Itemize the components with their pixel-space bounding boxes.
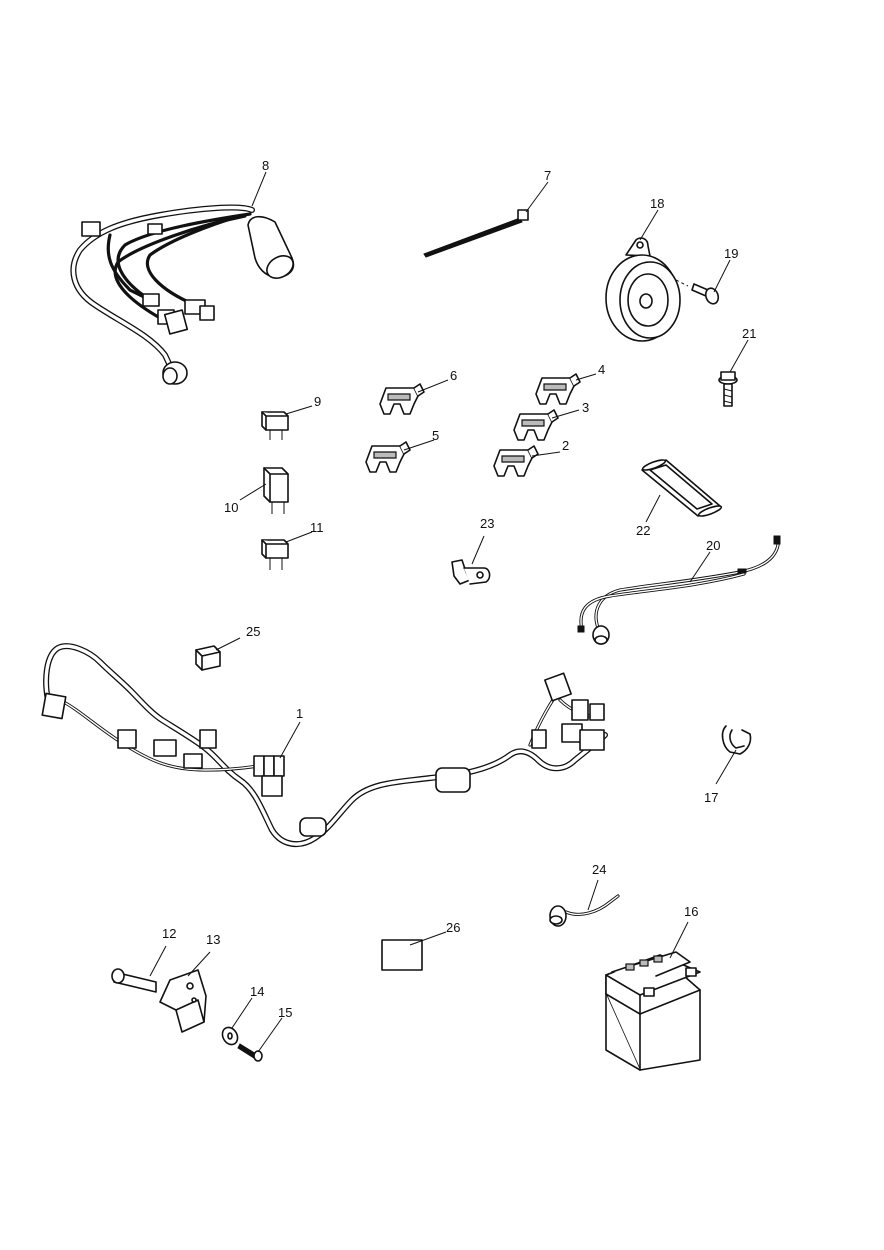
callout-25: 25: [246, 624, 260, 639]
part-6-fuse: [379, 383, 425, 415]
callout-26: 26: [446, 920, 460, 935]
callout-11: 11: [310, 520, 324, 535]
part-23-clip: [451, 559, 491, 585]
callout-10: 10: [224, 500, 238, 515]
part-17-clip: [721, 725, 752, 755]
part-25-module: [195, 645, 221, 671]
part-8-sub-harness: [70, 204, 295, 385]
callout-15: 15: [278, 1005, 292, 1020]
part-19-horn-bolt: [691, 283, 720, 305]
callout-22: 22: [636, 523, 650, 538]
part-21-screw: [718, 371, 738, 407]
part-26-label: [381, 939, 423, 971]
callout-20: 20: [706, 538, 720, 553]
part-12-bracket: [111, 968, 157, 993]
part-11-relay: [261, 539, 289, 570]
part-14-washer: [221, 1026, 239, 1046]
part-16-battery: [605, 951, 701, 1071]
part-2-fuse: [493, 445, 539, 477]
callout-9: 9: [314, 394, 321, 409]
callout-18: 18: [650, 196, 664, 211]
callout-2: 2: [562, 438, 569, 453]
callout-3: 3: [582, 400, 589, 415]
callout-6: 6: [450, 368, 457, 383]
part-13-holder: [159, 969, 207, 1033]
part-1-main-harness: [41, 643, 608, 848]
callout-4: 4: [598, 362, 605, 377]
callout-21: 21: [742, 326, 756, 341]
callout-19: 19: [724, 246, 738, 261]
callout-labels: 8 7 18 19 21 6 4 3 5 2 9 10 11 25 22 23 …: [162, 158, 756, 1020]
part-4-fuse: [535, 373, 581, 405]
part-7-cable-tie: [423, 209, 529, 258]
callout-12: 12: [162, 926, 176, 941]
callout-14: 14: [250, 984, 264, 999]
callout-5: 5: [432, 428, 439, 443]
part-10-relay: [263, 467, 289, 514]
callout-16: 16: [684, 904, 698, 919]
callout-23: 23: [480, 516, 494, 531]
part-18-horn: [605, 237, 689, 342]
callout-8: 8: [262, 158, 269, 173]
callout-1: 1: [296, 706, 303, 721]
part-22-strap: [641, 459, 723, 517]
part-15-screw: [237, 1043, 263, 1062]
part-5-fuse: [365, 441, 411, 473]
part-9-relay: [261, 411, 289, 440]
callout-24: 24: [592, 862, 606, 877]
part-3-fuse: [513, 409, 559, 441]
part-24-lead: [549, 894, 620, 927]
part-20-battery-leads: [577, 535, 781, 645]
callout-13: 13: [206, 932, 220, 947]
leader-lines: [149, 171, 749, 1053]
callout-17: 17: [704, 790, 718, 805]
callout-7: 7: [544, 168, 551, 183]
